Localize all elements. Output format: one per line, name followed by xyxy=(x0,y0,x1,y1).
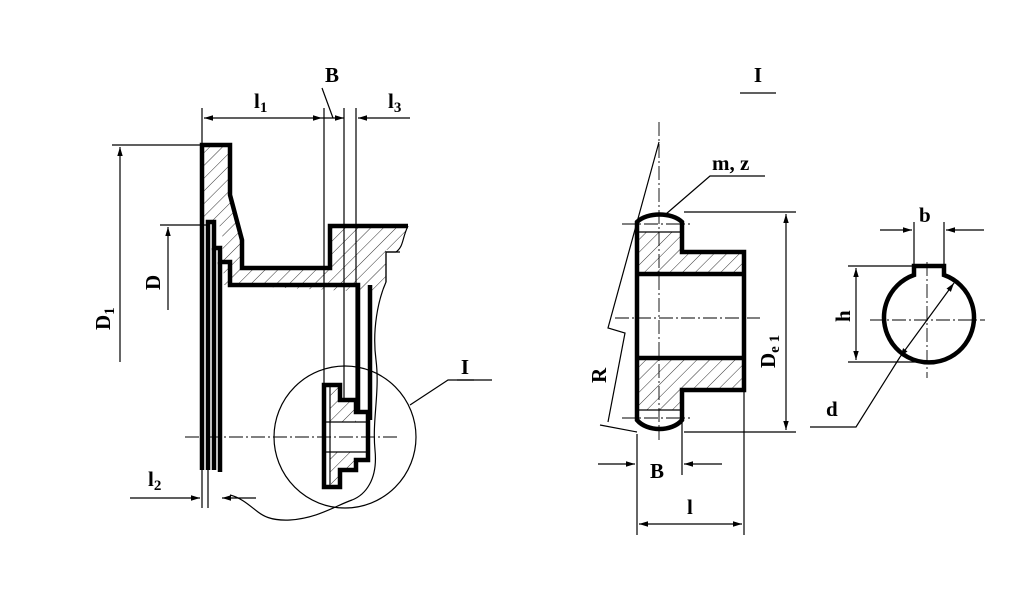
housing-break-line xyxy=(229,225,409,521)
detail-label-right: I xyxy=(754,63,762,87)
gear-outline xyxy=(634,212,747,432)
shaft-outline xyxy=(881,263,977,365)
housing-section-view: I B l1 l3 D1 D l2 xyxy=(91,63,492,521)
gear-hub-hatch-bottom xyxy=(637,358,744,410)
housing-outline xyxy=(199,142,408,470)
dimension-r-end xyxy=(599,424,638,433)
label-l3: l3 xyxy=(388,89,401,116)
label-l2: l2 xyxy=(148,467,161,494)
d-leader xyxy=(810,356,901,428)
label-h: h xyxy=(831,310,855,322)
detail-circle xyxy=(273,365,417,509)
detail-leader xyxy=(409,379,492,406)
mz-leader xyxy=(665,175,765,215)
small-gear-hatch xyxy=(330,385,356,422)
label-l: l xyxy=(687,495,693,519)
label-r: R xyxy=(587,367,611,383)
small-gear-outline xyxy=(321,382,371,490)
label-d1: D1 xyxy=(91,307,118,330)
label-d: D xyxy=(141,275,165,290)
label-b-top: B xyxy=(325,63,339,87)
label-de1: De 1 xyxy=(756,335,783,368)
b-leader xyxy=(321,87,334,119)
dimension-d-diagonal xyxy=(899,282,955,358)
shaft-cross-section-view: b h d xyxy=(810,203,985,428)
housing-inner-wall xyxy=(205,219,361,470)
housing-step-line xyxy=(385,251,400,282)
detail-label-left: I xyxy=(461,355,469,379)
label-mz: m, z xyxy=(712,151,749,175)
gear-detail-view: I m, z R De 1 B xyxy=(587,63,796,535)
dimension-r xyxy=(607,141,660,423)
label-l1: l1 xyxy=(254,89,267,116)
label-d-shaft: d xyxy=(826,397,838,421)
label-b: b xyxy=(919,203,931,227)
label-b-bottom: B xyxy=(650,459,664,483)
